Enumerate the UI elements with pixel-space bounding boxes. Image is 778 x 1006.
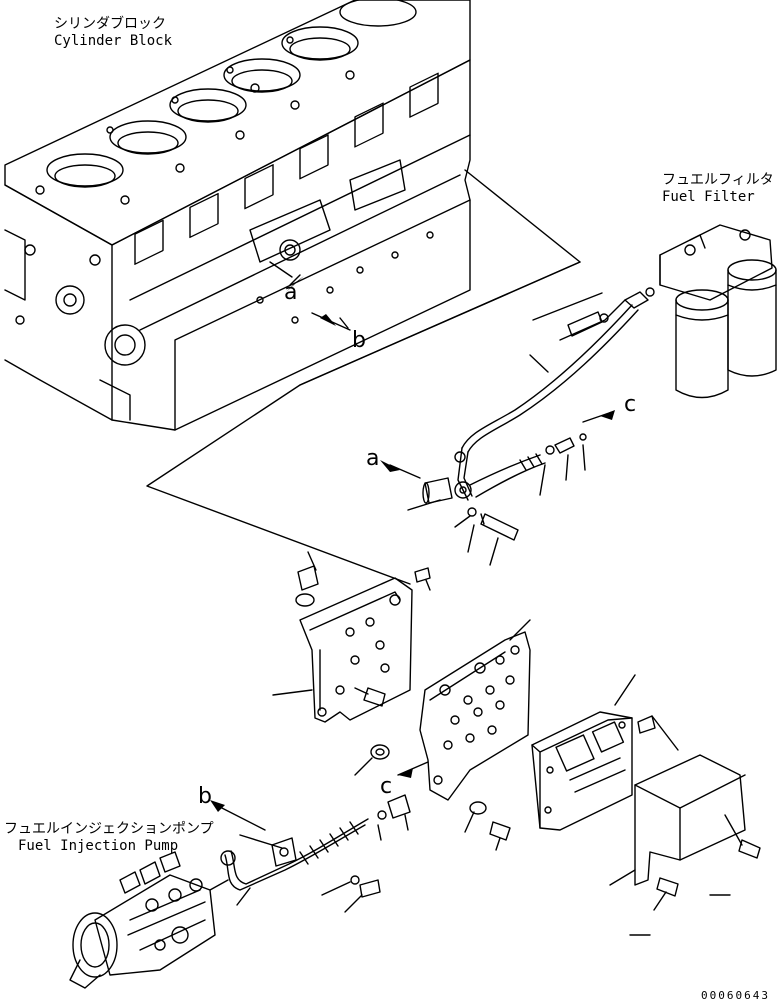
reference-frame	[146, 169, 581, 585]
callout-b-lower: b	[198, 784, 212, 809]
engine-controller	[531, 674, 679, 831]
callout-a-lower: a	[366, 446, 380, 471]
ecm-bracket-upper	[272, 551, 431, 723]
callout-b-upper: b	[352, 328, 366, 353]
fuel-pipe-upper	[454, 304, 639, 501]
cylinder-block	[4, 0, 471, 431]
drawing-number: 00060643	[701, 989, 770, 1002]
callout-a-upper: a	[284, 280, 298, 305]
ecm-mounting-plate	[354, 619, 531, 851]
ecm-cover	[609, 754, 761, 936]
fuel-injection-pump	[69, 851, 229, 989]
fuel-injection-pump-label-jp: フュエルインジェクションポンプ	[4, 821, 214, 837]
callout-c-upper: c	[624, 392, 637, 417]
cylinder-block-label-en: Cylinder Block	[54, 33, 173, 49]
fuel-pipe-lower	[220, 794, 411, 913]
fuel-filter	[659, 224, 777, 399]
fuel-injection-pump-label-en: Fuel Injection Pump	[18, 838, 179, 854]
fuel-filter-label-jp: フュエルフィルタ	[662, 172, 774, 188]
direction-arrows	[210, 276, 615, 831]
fuel-filter-label-en: Fuel Filter	[662, 189, 755, 205]
cylinder-block-label-jp: シリンダブロック	[54, 16, 166, 32]
callout-c-lower: c	[380, 774, 393, 799]
